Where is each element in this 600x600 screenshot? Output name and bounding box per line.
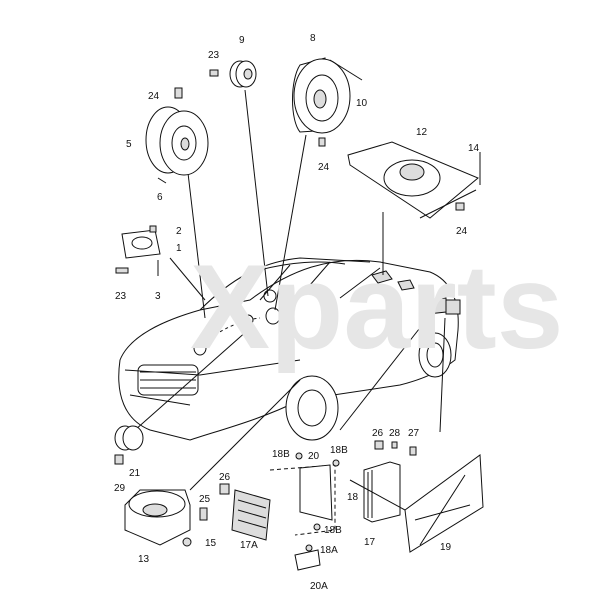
callout-24: 24 bbox=[456, 226, 468, 237]
tweeter-1 bbox=[115, 225, 161, 276]
callout-23: 23 bbox=[208, 50, 220, 61]
callout-17A: 17A bbox=[240, 540, 258, 551]
callout-13: 13 bbox=[138, 554, 150, 565]
callout-24: 24 bbox=[148, 91, 160, 102]
callout-1: 1 bbox=[176, 243, 182, 254]
callout-6: 6 bbox=[157, 192, 163, 203]
callout-12: 12 bbox=[416, 127, 428, 138]
callout-26: 26 bbox=[219, 472, 231, 483]
tweeter-9 bbox=[209, 60, 257, 88]
callout-20: 20 bbox=[308, 451, 320, 462]
callout-25: 25 bbox=[199, 494, 211, 505]
callout-27: 27 bbox=[408, 428, 420, 439]
amplifier-17A bbox=[219, 452, 340, 571]
callout-18: 18 bbox=[347, 492, 359, 503]
leader-lines bbox=[134, 89, 446, 491]
callout-29: 29 bbox=[114, 483, 126, 494]
callout-17: 17 bbox=[364, 537, 376, 548]
callout-21: 21 bbox=[129, 468, 141, 479]
callout-23: 23 bbox=[115, 291, 127, 302]
callout-19: 19 bbox=[440, 542, 452, 553]
car-illustration bbox=[118, 257, 461, 441]
callout-8: 8 bbox=[310, 33, 316, 44]
callout-3: 3 bbox=[155, 291, 161, 302]
callout-14: 14 bbox=[468, 143, 480, 154]
callout-9: 9 bbox=[239, 35, 245, 46]
callout-18B: 18B bbox=[324, 525, 342, 536]
watermark: Xparts bbox=[190, 240, 563, 374]
callout-24: 24 bbox=[318, 162, 330, 173]
callout-28: 28 bbox=[389, 428, 401, 439]
callout-18B: 18B bbox=[272, 449, 290, 460]
callout-18A: 18A bbox=[320, 545, 338, 556]
callout-26: 26 bbox=[372, 428, 384, 439]
callout-2: 2 bbox=[176, 226, 182, 237]
callout-15: 15 bbox=[205, 538, 217, 549]
speaker-8 bbox=[292, 57, 363, 147]
rear-speaker-12 bbox=[347, 141, 481, 219]
callout-20A: 20A bbox=[310, 581, 328, 592]
callout-5: 5 bbox=[126, 139, 132, 150]
callout-labels: 23 9 8 24 10 5 12 14 24 6 2 1 24 23 3 21… bbox=[114, 33, 480, 592]
speaker-5 bbox=[145, 87, 209, 184]
callout-10: 10 bbox=[356, 98, 368, 109]
speaker-21 bbox=[114, 425, 144, 465]
callout-18B: 18B bbox=[330, 445, 348, 456]
amplifier-17 bbox=[349, 440, 484, 553]
subwoofer-13 bbox=[124, 489, 208, 547]
